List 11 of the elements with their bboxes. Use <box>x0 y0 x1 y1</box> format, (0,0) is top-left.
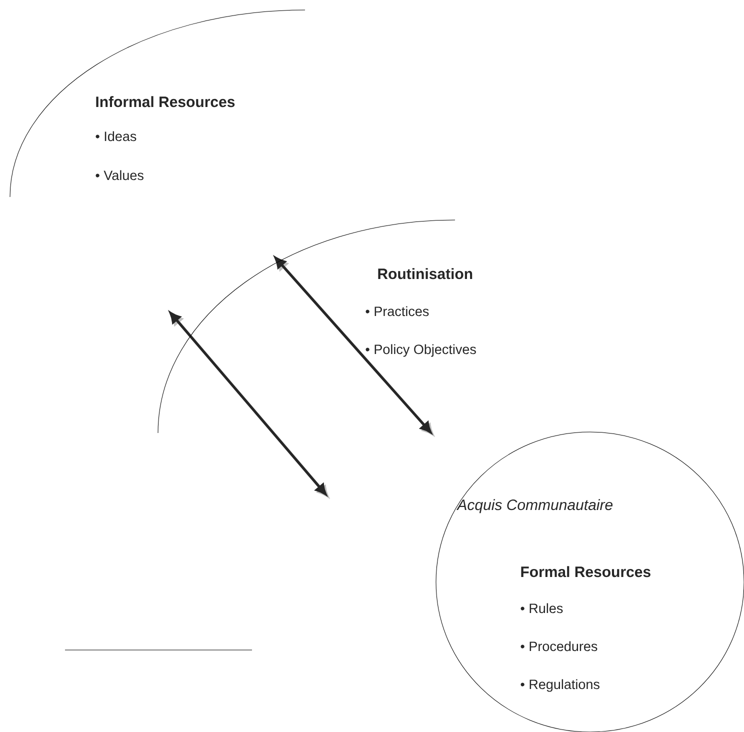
heading: Formal Resources <box>521 566 650 578</box>
bullet-item: • Procedures <box>520 641 598 652</box>
heading: Informal Resources <box>96 96 235 108</box>
bullet-item: • Values <box>96 170 144 180</box>
heading: Routinisation <box>378 268 472 280</box>
bullet-item: • Policy Objectives <box>366 344 476 357</box>
bullet-item: • Regulations <box>520 679 600 692</box>
bullet-item: • Rules <box>520 603 563 614</box>
heading: Acquis Communautaire <box>456 499 612 514</box>
bullet-item: • Ideas <box>96 131 136 142</box>
bullet-item: • Practices <box>366 306 429 316</box>
